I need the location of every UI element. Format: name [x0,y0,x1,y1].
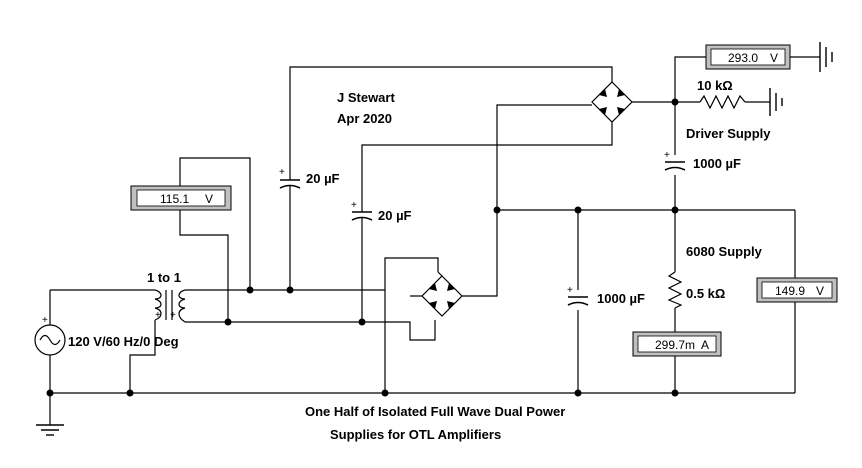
resistor-driver [699,94,746,110]
svg-text:V: V [816,284,824,298]
junctions [46,98,679,397]
cap-bottom-label: 1000 µF [597,291,645,306]
ground-icon [769,88,783,116]
source-plus-label: + [42,315,48,326]
res-driver-label: 10 kΩ [697,78,733,93]
ground-icon [819,42,833,72]
resistor-load [667,271,683,309]
capacitor-top: + [279,167,301,195]
voltmeter-driver: 293.0 V [705,44,791,70]
svg-text:+: + [351,200,357,211]
author-label: J Stewart [337,90,395,105]
svg-text:+: + [170,310,176,321]
svg-text:A: A [701,338,709,352]
cap-driver-label: 1000 µF [693,156,741,171]
svg-text:V: V [770,51,778,65]
ratio-label: 1 to 1 [147,270,181,285]
svg-text:+: + [567,285,573,296]
voltmeter-input: 115.1 V [130,185,232,211]
bridge-rectifier-upper [591,81,633,123]
cap-mid-label: 20 µF [378,208,412,223]
ac-source: + [34,315,66,356]
supply-6080-label: 6080 Supply [686,244,763,259]
source-label: 120 V/60 Hz/0 Deg [68,334,179,349]
svg-text:+: + [279,167,285,178]
ground-icon [36,424,64,436]
svg-text:299.7m: 299.7m [655,338,695,352]
wires [49,56,820,425]
cap-top-label: 20 µF [306,171,340,186]
svg-text:V: V [205,192,213,206]
bridge-rectifier-lower [421,275,463,317]
caption-line1: One Half of Isolated Full Wave Dual Powe… [305,404,565,419]
caption-line2: Supplies for OTL Amplifiers [330,427,501,442]
res-load-label: 0.5 kΩ [686,286,725,301]
svg-text:+: + [155,310,161,321]
capacitor-mid: + [351,200,373,228]
svg-text:115.1: 115.1 [160,192,189,206]
driver-supply-label: Driver Supply [686,126,771,141]
voltmeter-supply: 149.9 V [756,277,838,303]
svg-text:+: + [664,150,670,161]
capacitor-driver: + [664,150,686,171]
svg-text:293.0: 293.0 [728,51,758,65]
transformer: + + [154,289,186,323]
svg-text:149.9: 149.9 [775,284,805,298]
date-label: Apr 2020 [337,111,392,126]
capacitor-bottom: + [567,285,589,306]
ammeter-load: 299.7m A [632,331,722,357]
